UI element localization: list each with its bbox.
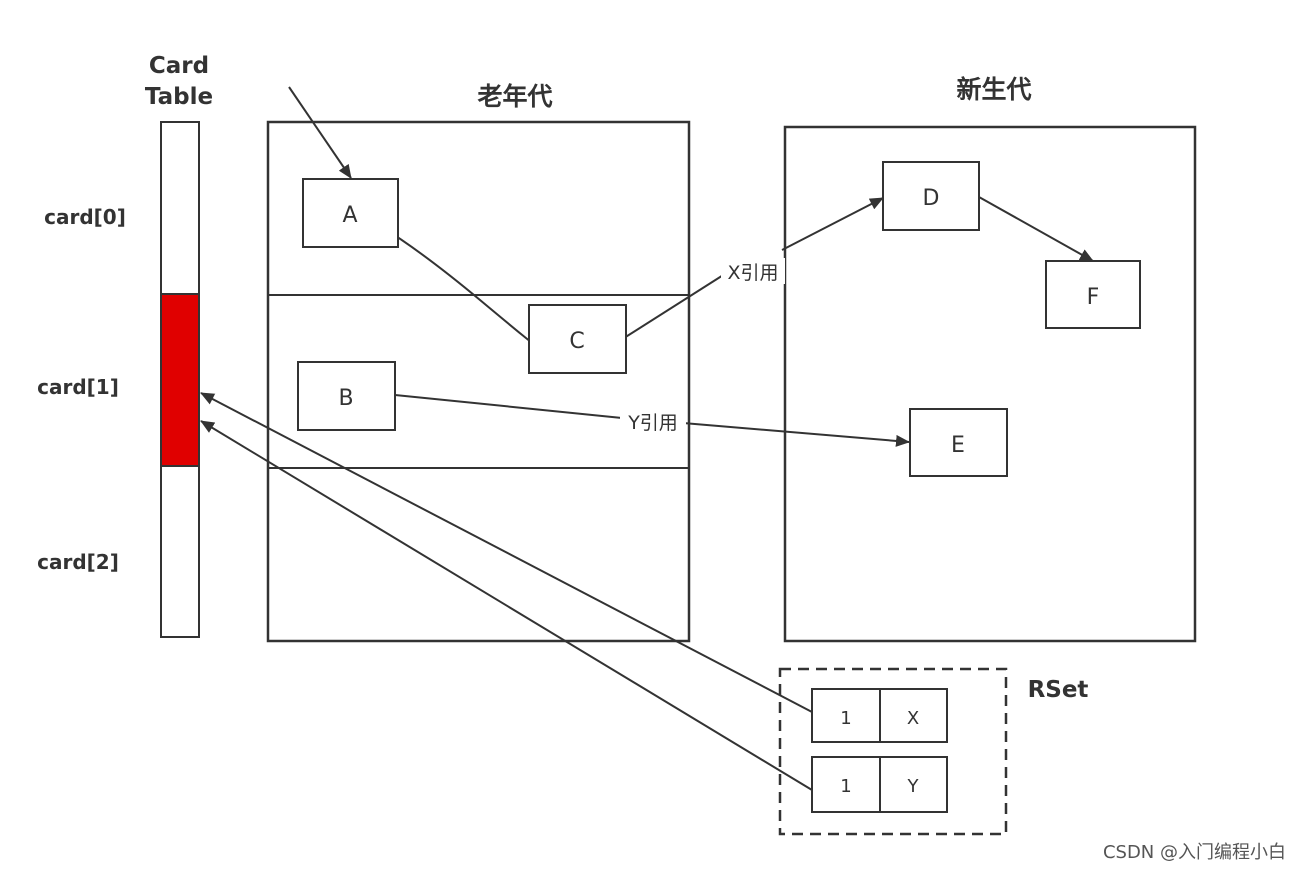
rset-entry-1-ref-cell — [879, 756, 948, 813]
rset-container — [778, 667, 1008, 836]
x-ref-arrow — [781, 197, 884, 251]
x-ref-label: X引用 — [727, 262, 778, 284]
young-gen-title: 新生代 — [956, 75, 1031, 104]
card-table-title-line2: Table — [145, 84, 213, 110]
object-e-label: E — [951, 433, 965, 458]
object-d — [882, 161, 980, 231]
rset-entry-1-card: 1 — [840, 776, 851, 797]
y-ref-label: Y引用 — [627, 412, 678, 434]
object-c-label: C — [569, 329, 584, 354]
object-b — [297, 361, 396, 431]
object-a-label: A — [342, 203, 357, 228]
object-c — [528, 304, 627, 374]
y-label-bg — [620, 409, 686, 435]
rset-entry-0-ref-cell — [879, 688, 948, 743]
csdn-watermark: CSDN @入门编程小白 — [1103, 842, 1286, 863]
root-to-a-arrow — [288, 86, 352, 179]
a-to-c-arrow — [376, 223, 543, 354]
c-to-x-label-line — [623, 271, 729, 339]
card-slot-2 — [160, 465, 200, 638]
object-e — [909, 408, 1008, 477]
object-b-label: B — [338, 386, 353, 411]
d-to-f-arrow — [978, 196, 1094, 262]
old-gen-title: 老年代 — [477, 82, 552, 111]
b-to-y-label-line — [394, 394, 623, 419]
rset-x-to-card-arrow — [200, 392, 813, 713]
card-slot-1-dirty — [160, 293, 200, 467]
card-label-2: card[2] — [37, 550, 119, 574]
card-label-1: card[1] — [37, 375, 119, 399]
y-ref-arrow — [682, 422, 910, 447]
rset-entry-0-card: 1 — [840, 708, 851, 729]
rset-entry-0-card-cell — [811, 688, 881, 743]
card-slot-0 — [160, 121, 200, 295]
old-gen-region — [266, 120, 691, 643]
young-gen-region — [783, 125, 1197, 643]
x-label-bg — [721, 258, 785, 284]
card-table-title-line1: Card — [149, 53, 209, 79]
object-d-label: D — [923, 186, 940, 211]
rset-entry-0-ref: X — [907, 708, 919, 729]
card-label-0: card[0] — [44, 205, 126, 229]
rset-entry-1-ref: Y — [907, 776, 920, 797]
object-f — [1045, 260, 1141, 329]
object-f-label: F — [1087, 285, 1100, 310]
rset-title: RSet — [1028, 677, 1089, 703]
rset-entry-1-card-cell — [811, 756, 881, 813]
object-a — [302, 178, 399, 248]
rset-y-to-card-arrow — [200, 420, 813, 791]
